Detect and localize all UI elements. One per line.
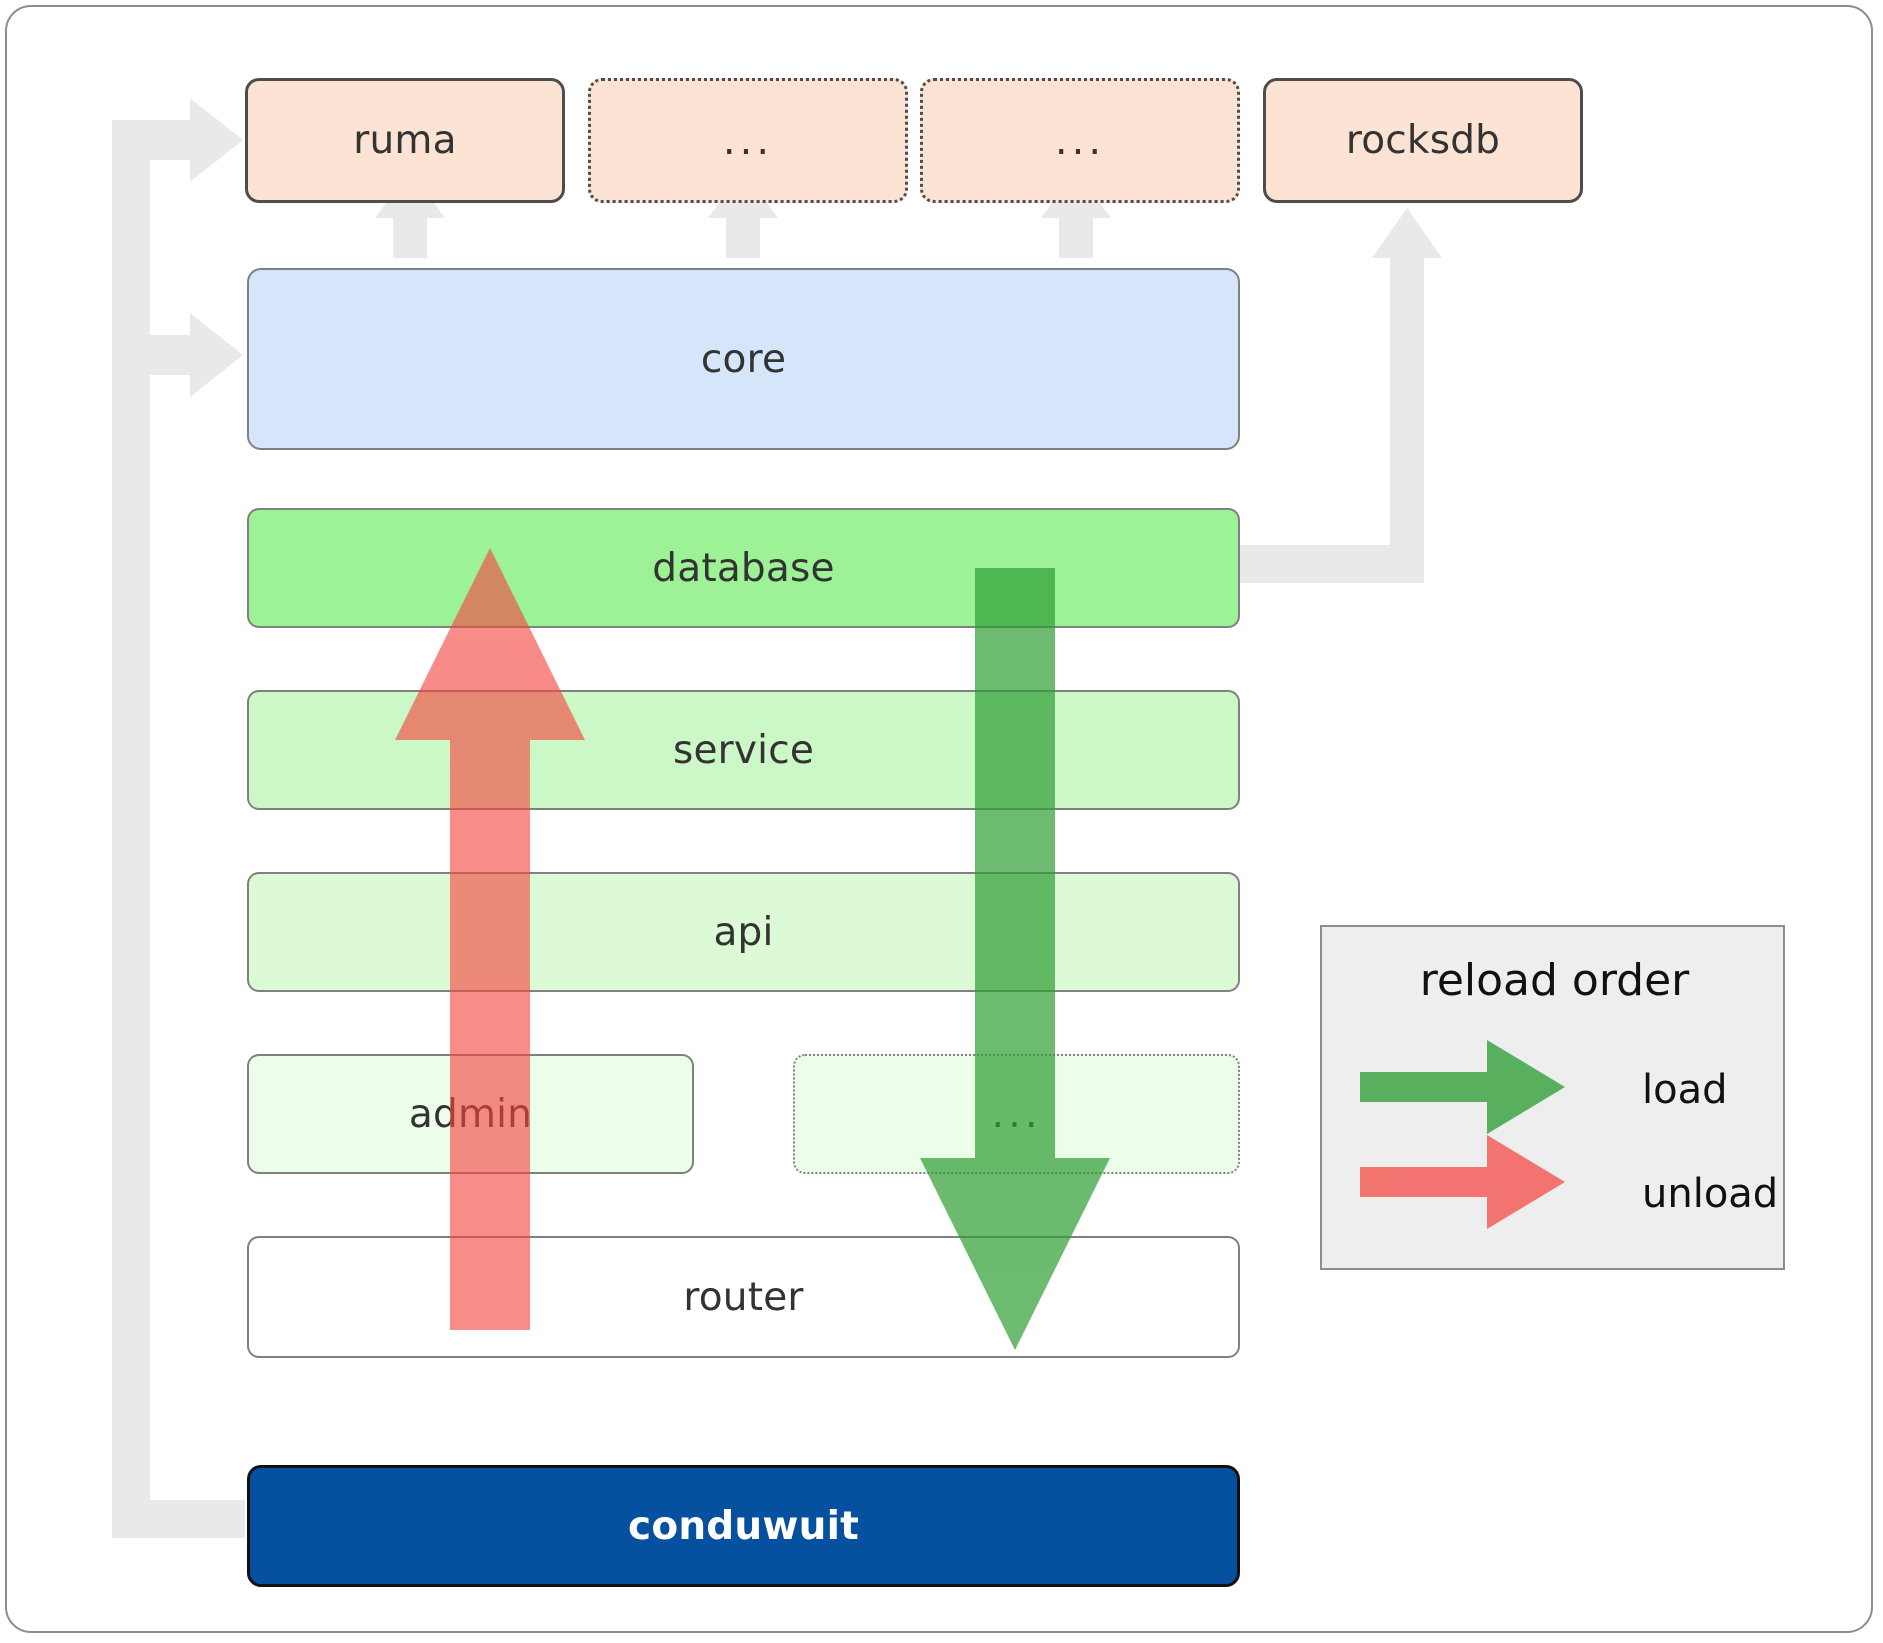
box-core-label: core (700, 336, 787, 382)
legend-load-arrow (1360, 1040, 1565, 1134)
box-ruma[interactable]: ruma (245, 78, 565, 203)
box-database[interactable]: database (247, 508, 1240, 628)
box-low-dots-label: ... (991, 1091, 1042, 1137)
box-ruma-label: ruma (353, 118, 457, 163)
legend-unload-arrow (1360, 1135, 1565, 1229)
box-conduwuit[interactable]: conduwuit (247, 1465, 1240, 1587)
legend-title: reload order (1419, 955, 1690, 1006)
legend-arrows (1360, 1040, 1565, 1229)
box-admin-label: admin (408, 1091, 533, 1137)
box-conduwuit-label: conduwuit (628, 1503, 859, 1549)
legend-label-load: load (1642, 1067, 1728, 1113)
box-top-dots-1-label: ... (722, 117, 774, 164)
legend-panel: reload order load unload (1320, 925, 1785, 1270)
legend-label-unload: unload (1642, 1171, 1779, 1217)
box-router-label: router (683, 1274, 804, 1320)
box-service-label: service (672, 727, 815, 773)
box-database-label: database (652, 545, 835, 591)
box-api-label: api (713, 909, 774, 955)
box-top-dots-2-label: ... (1054, 117, 1106, 164)
box-low-dots[interactable]: ... (793, 1054, 1240, 1174)
box-top-dots-1[interactable]: ... (588, 78, 908, 203)
box-core[interactable]: core (247, 268, 1240, 450)
box-api[interactable]: api (247, 872, 1240, 992)
box-router[interactable]: router (247, 1236, 1240, 1358)
box-rocksdb[interactable]: rocksdb (1263, 78, 1583, 203)
box-service[interactable]: service (247, 690, 1240, 810)
box-admin[interactable]: admin (247, 1054, 694, 1174)
box-rocksdb-label: rocksdb (1345, 118, 1501, 163)
box-top-dots-2[interactable]: ... (920, 78, 1240, 203)
